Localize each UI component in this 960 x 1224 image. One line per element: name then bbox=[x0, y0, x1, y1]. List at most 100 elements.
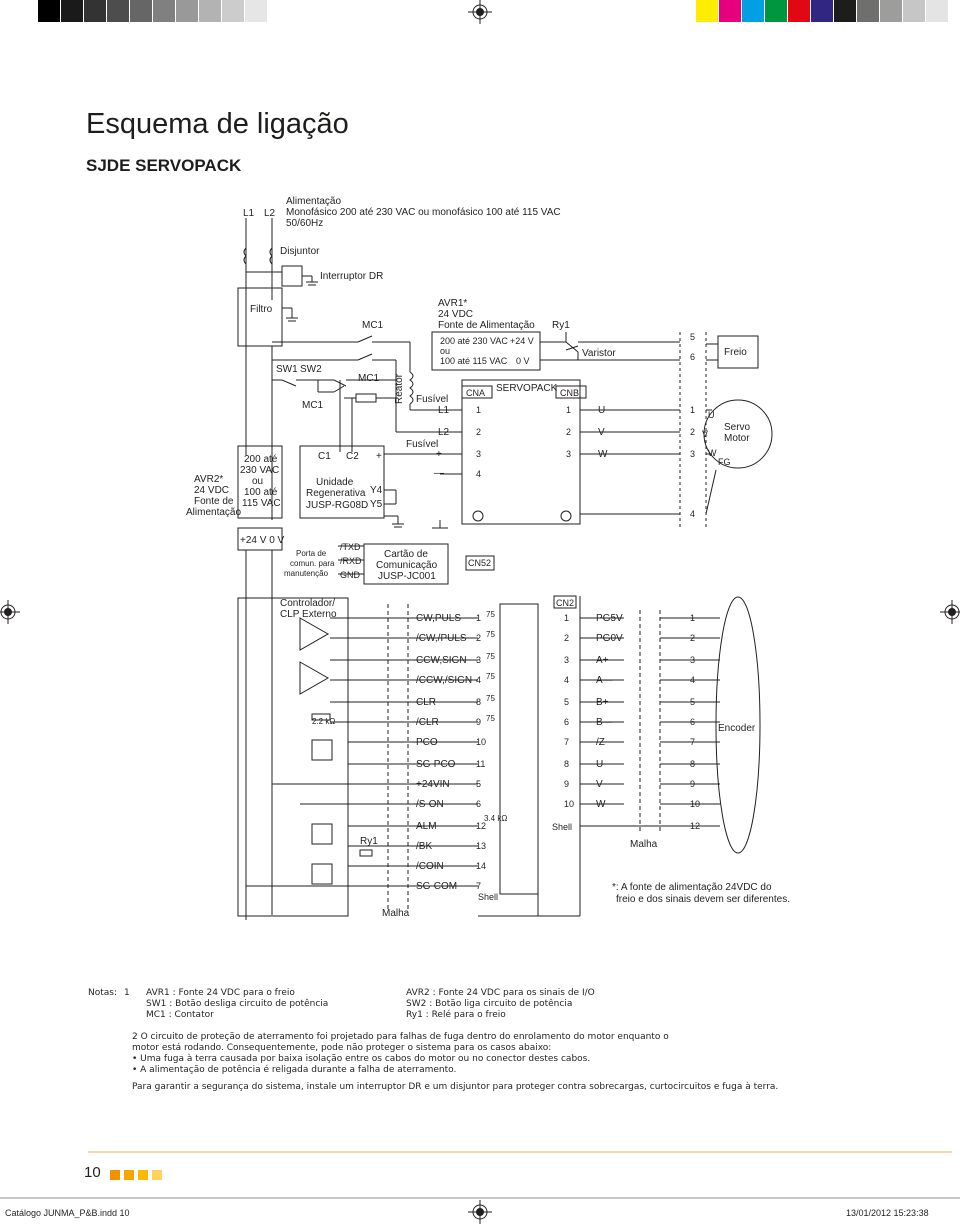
gray-swatch bbox=[130, 0, 152, 22]
cn2-pin-number: 1 bbox=[564, 613, 569, 623]
power-supply-line1: Alimentação bbox=[286, 196, 341, 207]
motor-u-label: U bbox=[708, 410, 715, 420]
encoder-signal-label: B+ bbox=[596, 697, 609, 708]
registration-mark-top bbox=[468, 0, 492, 24]
avr1-line2: 24 VDC bbox=[438, 309, 473, 320]
avr1-line3: Fonte de Alimentação bbox=[438, 320, 535, 331]
registration-mark-right bbox=[940, 600, 960, 624]
io-pin-number: 14 bbox=[476, 861, 486, 871]
resistor-75-label: 75 bbox=[486, 610, 495, 619]
servopack-label: SERVOPACK bbox=[496, 383, 558, 394]
io-signal-label: SG-PCO bbox=[416, 759, 456, 770]
io-signal-label: CLR bbox=[416, 697, 436, 708]
encoder-pin-number: 9 bbox=[690, 779, 695, 789]
gray-swatch bbox=[153, 0, 175, 22]
avr2-line4: Alimentação bbox=[186, 507, 241, 518]
note-mc1: MC1 : Contator bbox=[146, 1010, 214, 1020]
color-swatch bbox=[926, 0, 948, 22]
footer-file-name: Catálogo JUNMA_P&B.indd 10 bbox=[5, 1208, 130, 1218]
io-signal-label: /CCW,/SIGN bbox=[416, 675, 472, 686]
registration-mark-left bbox=[0, 600, 20, 624]
io-signal-label: ALM bbox=[416, 821, 437, 832]
encoder-pin-number: 3 bbox=[690, 655, 695, 665]
avr2-input4: 100 até bbox=[244, 487, 278, 498]
avr1-input2: ou bbox=[440, 346, 450, 356]
motor-pin-1: 1 bbox=[690, 405, 695, 415]
io-signal-label: CW,PULS bbox=[416, 613, 461, 624]
fuse1-label: Fusível bbox=[416, 394, 448, 405]
reactor-label: Reator bbox=[394, 373, 405, 404]
gray-swatch bbox=[176, 0, 198, 22]
color-swatch bbox=[880, 0, 902, 22]
gray-swatch bbox=[61, 0, 83, 22]
resistor-75-label: 75 bbox=[486, 714, 495, 723]
gray-swatch bbox=[84, 0, 106, 22]
power-supply-line3: 50/60Hz bbox=[286, 218, 323, 229]
c1-label: C1 bbox=[318, 451, 331, 462]
color-swatch bbox=[857, 0, 879, 22]
y5-label: Y5 bbox=[370, 499, 383, 510]
cnb-pin-2: 2 bbox=[566, 427, 571, 437]
sw1-label: SW1 bbox=[276, 364, 298, 375]
encoder-signal-label: /Z bbox=[596, 737, 605, 748]
encoder-pin-number: 1 bbox=[690, 613, 695, 623]
cna-pin-1: 1 bbox=[476, 405, 481, 415]
color-swatch bbox=[696, 0, 718, 22]
gnd-label: GND bbox=[340, 570, 361, 580]
safety-note: Para garantir a segurança do sistema, in… bbox=[132, 1082, 779, 1092]
txd-label: /TXD bbox=[340, 542, 361, 552]
encoder-pin-number: 5 bbox=[690, 697, 695, 707]
motor-pin-5: 5 bbox=[690, 332, 695, 342]
notes-left-column: AVR1 : Fonte 24 VDC para o freio SW1 : B… bbox=[146, 988, 328, 1021]
mc1-mid-label: MC1 bbox=[358, 373, 380, 384]
c2-label: C2 bbox=[346, 451, 359, 462]
gray-calibration-bar bbox=[38, 0, 267, 22]
motor-pin-2: 2 bbox=[690, 427, 695, 437]
avr2-input2: 230 VAC bbox=[240, 465, 279, 476]
notes-number: 1 bbox=[124, 988, 130, 998]
comm-port-line3: manutenção bbox=[284, 569, 329, 578]
note-sw2: SW2 : Botão liga circuito de potência bbox=[406, 999, 573, 1009]
resistor-75-label: 75 bbox=[486, 652, 495, 661]
ry1-label: Ry1 bbox=[552, 320, 570, 331]
motor-pin-4: 4 bbox=[690, 509, 695, 519]
io-signal-label: /COIN bbox=[416, 861, 444, 872]
cnb-pin-3: 3 bbox=[566, 449, 571, 459]
color-swatch bbox=[788, 0, 810, 22]
motor-pin-3: 3 bbox=[690, 449, 695, 459]
io-pin-number: 5 bbox=[476, 779, 481, 789]
cn2-pin-number: 2 bbox=[564, 633, 569, 643]
cn52-label: CN52 bbox=[468, 558, 491, 568]
gray-swatch bbox=[107, 0, 129, 22]
encoder-signal-label: PG0V bbox=[596, 633, 623, 644]
regen-line2: Regenerativa bbox=[306, 488, 366, 499]
avr2-line3: Fonte de bbox=[194, 496, 234, 507]
io-signal-label: +24VIN bbox=[416, 779, 450, 790]
breaker-label: Disjuntor bbox=[280, 246, 320, 257]
avr1-line1: AVR1* bbox=[438, 298, 467, 309]
encoder-signal-label: A+ bbox=[596, 655, 609, 666]
io-pin-number: 10 bbox=[476, 737, 486, 747]
encoder-signal-label: U bbox=[596, 759, 603, 770]
servo-motor-line1: Servo bbox=[724, 422, 751, 433]
servopack-minus: — bbox=[434, 468, 444, 479]
io-signal-label: SG-COM bbox=[416, 881, 457, 892]
fuse2-label: Fusível bbox=[406, 439, 438, 450]
motor-pin-6: 6 bbox=[690, 352, 695, 362]
notes-right-column: AVR2 : Fonte 24 VDC para os sinais de I/… bbox=[406, 988, 595, 1021]
notes-paragraph-2: 2 O circuito de proteção de aterramento … bbox=[132, 1032, 669, 1076]
page-subtitle: SJDE SERVOPACK bbox=[86, 156, 242, 175]
varistor-label: Varistor bbox=[582, 348, 616, 359]
io-pin-number: 7 bbox=[476, 881, 481, 891]
w-phase-label: W bbox=[598, 449, 608, 460]
io-pin-number: 3 bbox=[476, 655, 481, 665]
controller-line1: Controlador/ bbox=[280, 598, 335, 609]
io-signal-label: /S-ON bbox=[416, 799, 444, 810]
color-swatch bbox=[742, 0, 764, 22]
color-swatch bbox=[811, 0, 833, 22]
v-phase-label: V bbox=[598, 427, 605, 438]
encoder-signal-label: W bbox=[596, 799, 606, 810]
resistor-75-label: 75 bbox=[486, 672, 495, 681]
l1-label: L1 bbox=[243, 208, 255, 219]
footnote-line2: freio e dos sinais devem ser diferentes. bbox=[616, 894, 790, 905]
